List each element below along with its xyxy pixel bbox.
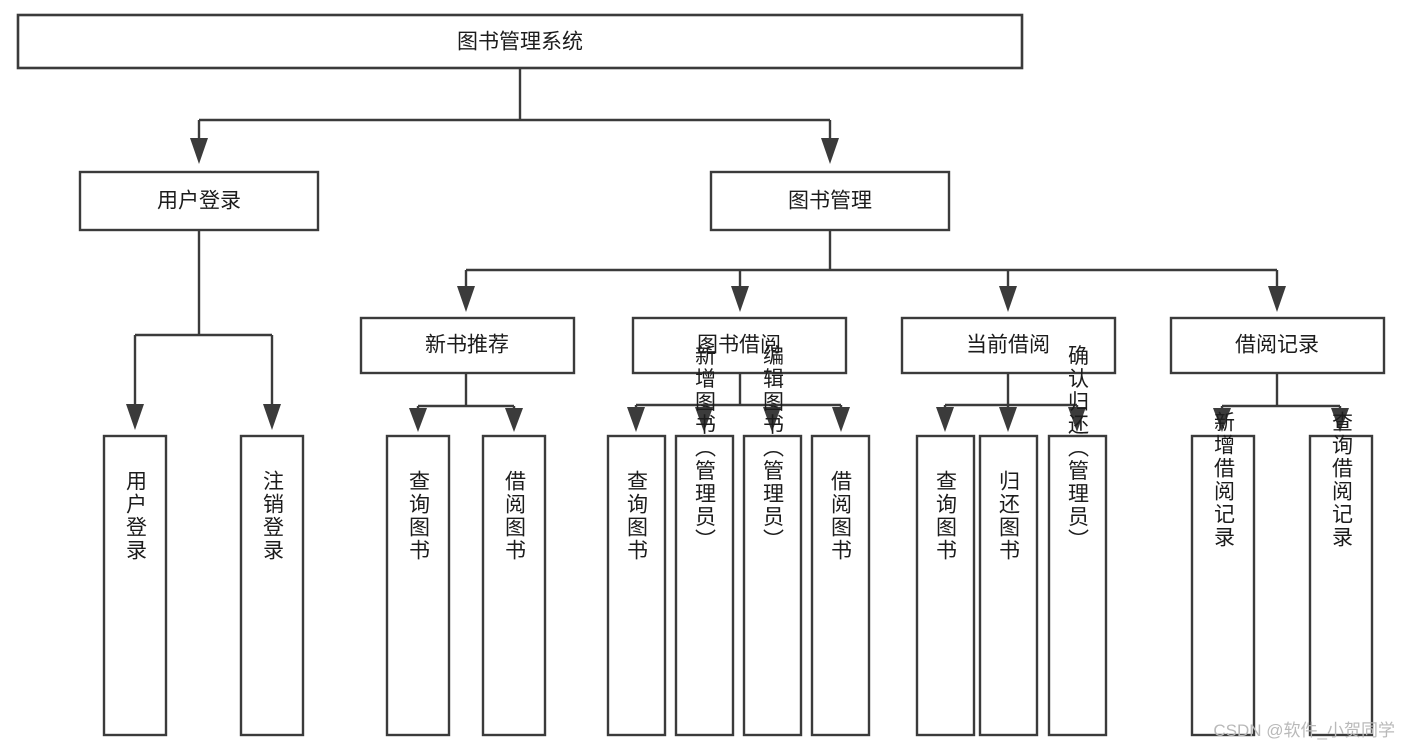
arrow-head-leaf-borrow-book-recommend [505,408,523,432]
node-borrow-record[interactable]: 借阅记录 [1169,316,1386,375]
connector-group-user-login [126,230,281,430]
arrow-head-leaf-borrow-book [832,407,850,432]
leaf-borrow-book-label: 借阅图书 [829,470,853,562]
leaf-edit-book-box [742,434,803,737]
leaf-query-book-recommend[interactable]: 查询图书 [385,434,451,737]
node-book-borrow-box [631,316,848,375]
connector-group-root [190,68,839,164]
arrow-head-user-login [190,138,208,164]
node-current-borrow[interactable]: 当前借阅 [900,316,1117,375]
node-book-borrow-label: 图书借阅 [697,334,781,357]
leaf-edit-book[interactable]: 编辑图书（管理员） [742,345,803,737]
node-book-manage-box [709,170,951,232]
node-book-manage-label: 图书管理 [788,190,872,213]
leaf-user-login-box [102,434,168,737]
leaf-confirm-return-box [1047,434,1108,737]
node-new-book-recommend-label: 新书推荐 [425,334,509,357]
arrow-head-leaf-add-borrow-record [1213,408,1231,432]
arrow-head-book-borrow [731,286,749,312]
connector-group-book-borrow [627,373,850,432]
leaf-borrow-book[interactable]: 借阅图书 [810,434,871,737]
arrow-head-leaf-query-borrow-record [1331,408,1349,432]
leaf-query-book-current[interactable]: 查询图书 [915,434,976,737]
leaf-add-borrow-record-box [1190,434,1256,737]
leaf-return-book-label: 归还图书 [997,470,1021,562]
arrow-head-borrow-record [1268,286,1286,312]
arrow-head-leaf-query-book-recommend [409,408,427,432]
arrow-head-leaf-user-login [126,404,144,430]
arrow-head-leaf-query-book-borrow [627,407,645,432]
leaf-user-login-label: 用户登录 [124,470,148,562]
arrow-head-leaf-add-book [695,407,713,432]
leaf-logout-box [239,434,305,737]
leaf-query-borrow-record-label: 查询借阅记录 [1330,411,1354,549]
node-new-book-recommend-box [359,316,576,375]
leaf-add-book[interactable]: 新增图书（管理员） [674,345,735,737]
node-user-login-box [78,170,320,232]
leaf-add-book-label: 新增图书（管理员） [693,345,717,552]
leaf-query-book-recommend-label: 查询图书 [407,470,431,562]
node-borrow-record-label: 借阅记录 [1235,334,1319,357]
arrow-head-book-manage [821,138,839,164]
leaf-confirm-return[interactable]: 确认归还（管理员） [1047,345,1108,737]
leaf-add-borrow-record[interactable]: 新增借阅记录 [1190,411,1256,737]
leaf-add-borrow-record-label: 新增借阅记录 [1212,411,1236,549]
leaf-query-book-current-box [915,434,976,737]
node-root-box [16,13,1024,70]
leaf-query-book-borrow-box [606,434,667,737]
leaf-borrow-book-recommend[interactable]: 借阅图书 [481,434,547,737]
leaf-borrow-book-recommend-box [481,434,547,737]
leaf-query-book-borrow[interactable]: 查询图书 [606,434,667,737]
leaf-confirm-return-label: 确认归还（管理员） [1066,345,1090,552]
node-current-borrow-label: 当前借阅 [966,334,1050,357]
leaf-query-book-borrow-label: 查询图书 [625,470,649,562]
node-user-login-label: 用户登录 [157,190,241,213]
arrow-head-leaf-edit-book [763,407,781,432]
watermark-text: CSDN @软件_小贺同学 [1213,721,1395,740]
leaf-borrow-book-recommend-label: 借阅图书 [503,470,527,562]
connector-group-new-book-recommend [409,373,523,432]
node-root[interactable]: 图书管理系统 [16,13,1024,70]
leaf-user-login[interactable]: 用户登录 [102,434,168,737]
arrow-head-leaf-logout [263,404,281,430]
leaf-logout-label: 注销登录 [261,470,285,562]
node-current-borrow-box [900,316,1117,375]
leaf-edit-book-label: 编辑图书（管理员） [761,345,785,552]
node-new-book-recommend[interactable]: 新书推荐 [359,316,576,375]
arrow-head-leaf-confirm-return [1068,407,1086,432]
connector-group-current-borrow [936,373,1086,432]
connector-group-book-manage [457,230,1286,312]
node-user-login[interactable]: 用户登录 [78,170,320,232]
arrow-head-new-book-recommend [457,286,475,312]
leaf-return-book[interactable]: 归还图书 [978,434,1039,737]
node-root-label: 图书管理系统 [457,31,583,54]
leaf-query-borrow-record-box [1308,434,1374,737]
node-borrow-record-box [1169,316,1386,375]
leaf-add-book-box [674,434,735,737]
leaf-query-book-current-label: 查询图书 [934,470,958,562]
leaf-return-book-box [978,434,1039,737]
arrow-head-leaf-return-book [999,407,1017,432]
leaf-query-borrow-record[interactable]: 查询借阅记录 [1308,411,1374,737]
arrow-head-current-borrow [999,286,1017,312]
leaf-query-book-recommend-box [385,434,451,737]
arrow-head-leaf-query-book-current [936,407,954,432]
leaf-logout[interactable]: 注销登录 [239,434,305,737]
node-book-borrow[interactable]: 图书借阅 [631,316,848,375]
node-book-manage[interactable]: 图书管理 [709,170,951,232]
connector-group-borrow-record [1213,373,1349,432]
leaf-borrow-book-box [810,434,871,737]
